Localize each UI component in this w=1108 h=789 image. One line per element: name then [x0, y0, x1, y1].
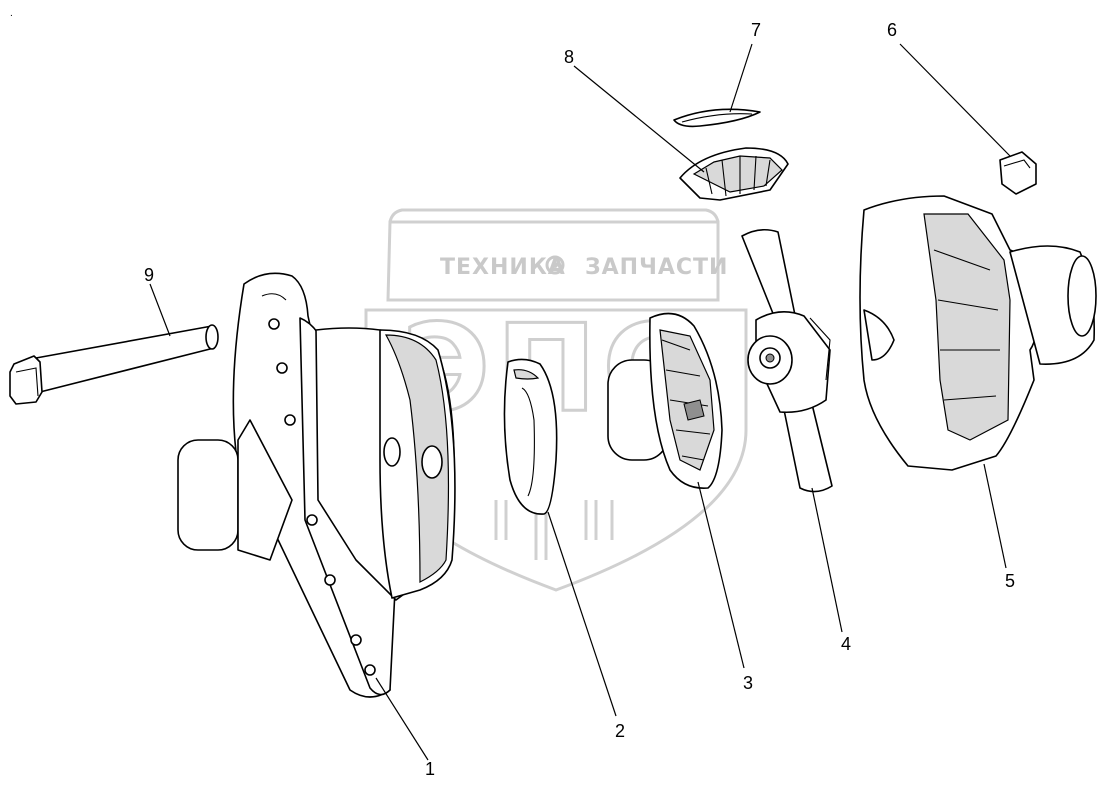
leader-8 [573, 65, 705, 173]
callout-6: 6 [887, 20, 897, 40]
callout-2: 2 [615, 721, 625, 741]
callout-7: 7 [751, 20, 761, 40]
callout-1: 1 [425, 759, 435, 779]
callout-5: 5 [1005, 571, 1015, 591]
callout-3: 3 [743, 673, 753, 693]
leader-7 [729, 43, 753, 113]
callouts: 1 2 3 4 5 6 7 8 9 [144, 20, 1015, 779]
callout-4: 4 [841, 634, 851, 654]
leader-1 [375, 677, 429, 761]
corner-mark: . [10, 8, 13, 19]
part-5-housing [859, 195, 1097, 471]
part-9-bolt [9, 324, 219, 405]
gear-icon [545, 255, 565, 275]
part-3-side-gear [607, 312, 723, 489]
watermark-text-right: ЗАПЧАСТИ [585, 255, 728, 280]
callout-8: 8 [564, 47, 574, 67]
part-8-pinion-gear [679, 147, 789, 201]
part-7-washer [673, 108, 761, 128]
part-1-housing [177, 272, 456, 698]
leader-4 [811, 487, 843, 633]
part-6-nut [999, 151, 1037, 195]
callout-9: 9 [144, 265, 154, 285]
leader-lines [149, 43, 1011, 761]
leader-9 [149, 283, 171, 337]
watermark-text-left: ТЕХНИКА [440, 255, 566, 280]
leader-6 [899, 43, 1011, 157]
leader-3 [697, 481, 745, 669]
leader-5 [983, 463, 1007, 569]
leader-2 [547, 511, 617, 717]
part-4-spider [741, 228, 833, 493]
part-2-washer [503, 358, 558, 515]
